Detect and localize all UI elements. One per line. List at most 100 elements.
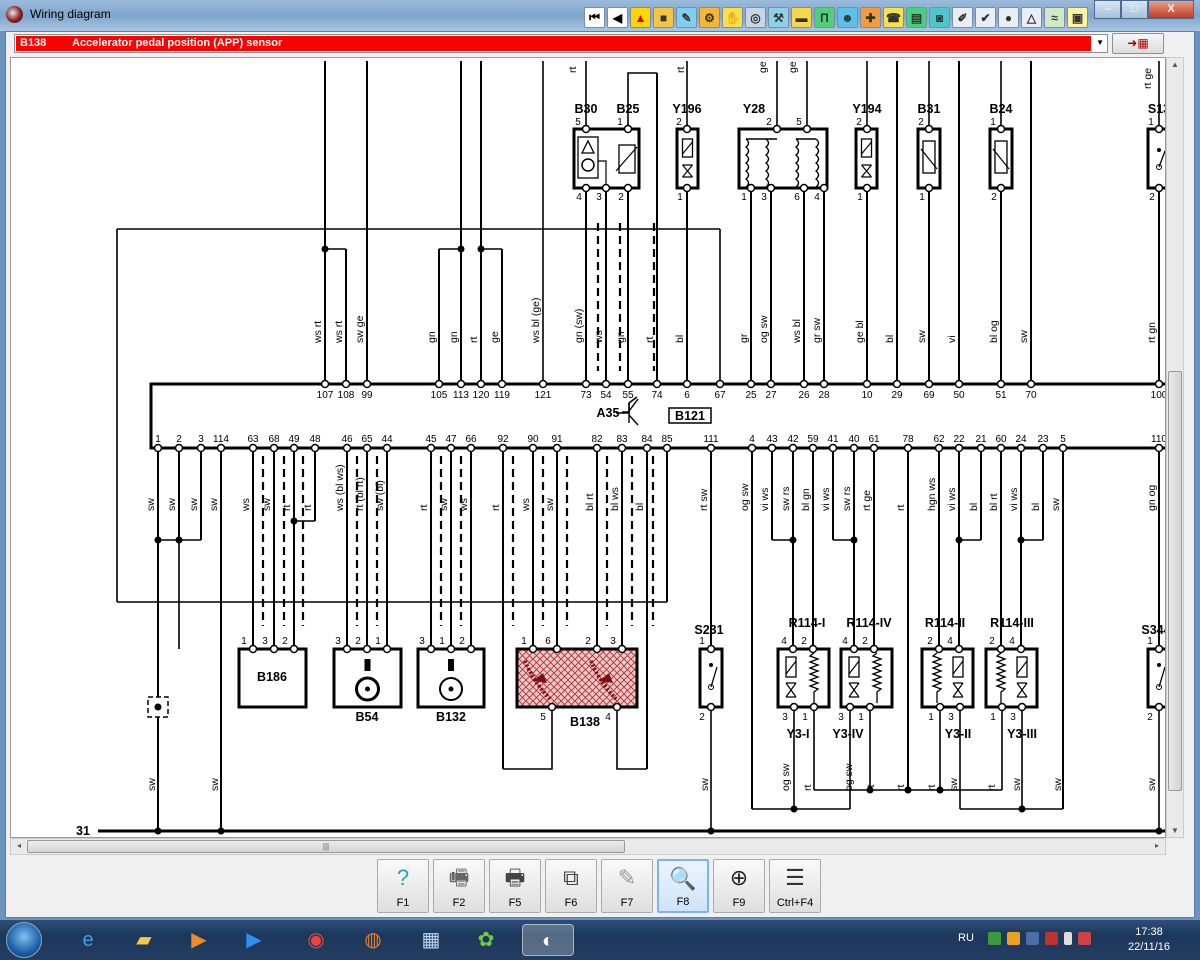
component-select[interactable]: B138 Accelerator pedal position (APP) se… (14, 34, 1108, 53)
pin-number: 1 (241, 636, 247, 647)
pin-number: 6 (684, 390, 690, 401)
people-icon[interactable]: ☻ (837, 7, 858, 28)
repair-icon[interactable]: ⚒ (768, 7, 789, 28)
scroll-up-icon[interactable]: ▲ (1171, 60, 1179, 69)
pin-terminal (617, 644, 627, 654)
taskbar-app[interactable]: ▶ (238, 924, 270, 956)
network-off-icon[interactable] (1078, 932, 1091, 945)
wire-color-label: sw (166, 498, 178, 511)
lift-icon[interactable]: Π (814, 7, 835, 28)
chevron-down-icon[interactable]: ▼ (1096, 38, 1104, 47)
close-button[interactable]: X (1148, 0, 1194, 19)
previous-icon[interactable]: ◀ (607, 7, 628, 28)
language-indicator[interactable]: RU (958, 932, 974, 944)
pin-terminal (456, 379, 466, 389)
function-key-f1[interactable]: ?F1 (377, 859, 429, 913)
first-page-icon[interactable]: ⏮ (584, 7, 605, 28)
pin-number: 67 (714, 390, 726, 401)
select-component-button[interactable]: ➜▦ (1112, 33, 1164, 54)
pin-terminal (789, 702, 799, 712)
wheel-icon[interactable]: ◎ (745, 7, 766, 28)
ecu-ref-box (668, 407, 712, 424)
clock-date: 22/11/16 (1128, 941, 1171, 953)
pin-terminal (216, 443, 226, 453)
warning-icon[interactable] (1007, 932, 1020, 945)
component-box-y28 (737, 127, 829, 190)
wire-color-label: bl (968, 503, 980, 511)
function-key-f7[interactable]: ✎F7 (601, 859, 653, 913)
taskbar-app[interactable]: e (72, 924, 104, 956)
scroll-down-icon[interactable]: ▼ (1171, 826, 1179, 835)
sketch-icon[interactable]: ✐ (952, 7, 973, 28)
volume-icon[interactable] (1064, 932, 1072, 945)
function-key-label: F8 (676, 896, 690, 908)
internet-explorer-icon: e (82, 929, 94, 951)
pin-number: 90 (527, 434, 539, 445)
pin-number: 2 (1147, 712, 1153, 723)
scroll-right-icon[interactable]: ▸ (1154, 841, 1159, 850)
pin-terminal (592, 644, 602, 654)
pin-terminal (497, 379, 507, 389)
engine-icon[interactable]: ▬ (791, 7, 812, 28)
minimize-button[interactable]: – (1094, 0, 1121, 19)
network-icon: ⧉ (563, 865, 579, 890)
phone-icon[interactable]: ☎ (883, 7, 904, 28)
tray-icon[interactable] (1045, 932, 1058, 945)
tape-icon[interactable]: ◙ (929, 7, 950, 28)
tools-icon[interactable]: ✚ (860, 7, 881, 28)
pin-number: 65 (361, 434, 373, 445)
map-icon[interactable]: ≈ (1044, 7, 1065, 28)
diagnosis-icon[interactable]: ⚙ (699, 7, 720, 28)
pin-number: 73 (580, 390, 592, 401)
start-button[interactable] (6, 922, 42, 958)
function-key-ctrl-f4[interactable]: ☰Ctrl+F4 (769, 859, 821, 913)
tray-icon[interactable] (988, 932, 1001, 945)
pin-terminal (153, 443, 163, 453)
taskbar-app[interactable]: ✿ (470, 924, 502, 956)
pin-number: 66 (465, 434, 477, 445)
warning-icon[interactable]: ▲ (630, 7, 651, 28)
function-key-f9[interactable]: ⊕F9 (713, 859, 765, 913)
taskbar-app[interactable]: ▰ (128, 924, 160, 956)
pin-number: 44 (381, 434, 393, 445)
taskbar-app[interactable]: ◍ (357, 924, 389, 956)
taskbar-app[interactable]: ▶ (183, 924, 215, 956)
vertical-scroll-thumb[interactable] (1168, 371, 1182, 791)
triangle-icon[interactable]: △ (1021, 7, 1042, 28)
component-label-y3-ii: Y3-II (945, 727, 971, 741)
pin-terminal (581, 124, 591, 134)
clock[interactable]: 17:38 22/11/16 (1128, 925, 1170, 955)
horizontal-scroll-thumb[interactable]: ||| (27, 840, 625, 853)
taskbar-app[interactable]: ◉ (300, 924, 332, 956)
pin-terminal (862, 379, 872, 389)
horizontal-scrollbar[interactable]: ◂ ||| ▸ (10, 838, 1166, 855)
function-key-f2[interactable]: 🖷F2 (433, 859, 485, 913)
component-label-b54: B54 (356, 710, 379, 724)
checklist-icon[interactable]: ✔ (975, 7, 996, 28)
component-icon[interactable]: ■ (653, 7, 674, 28)
wire-color-label: sw (209, 778, 221, 791)
pin-terminal (746, 379, 756, 389)
pin-terminal (466, 443, 476, 453)
taskbar-app[interactable]: ▦ (415, 924, 447, 956)
printer-icon[interactable]: ▤ (906, 7, 927, 28)
taskbar-app-wiring-diagram[interactable]: ◐ (522, 924, 574, 956)
head-icon[interactable]: ● (998, 7, 1019, 28)
function-key-f5[interactable]: 🖶F5 (489, 859, 541, 913)
wire (598, 160, 607, 188)
fuse-icon[interactable]: ✋ (722, 7, 743, 28)
function-key-f6[interactable]: ⧉F6 (545, 859, 597, 913)
maximize-button[interactable]: □ (1121, 0, 1148, 19)
wire-color-label: sw (188, 498, 200, 511)
pin-number: 47 (445, 434, 457, 445)
vertical-scrollbar[interactable]: ▲ ▼ (1166, 57, 1184, 838)
wire-color-label: sw (146, 778, 158, 791)
title-bar: Wiring diagram ⏮◀▲■✎⚙✋◎⚒▬Π☻✚☎▤◙✐✔●△≈▣ – … (0, 0, 1200, 31)
socket-icon[interactable]: ▣ (1067, 7, 1088, 28)
location-icon[interactable]: ✎ (676, 7, 697, 28)
scroll-left-icon[interactable]: ◂ (16, 841, 21, 850)
network-icon[interactable] (1026, 932, 1039, 945)
pin-number: 3 (335, 636, 341, 647)
function-key-f8[interactable]: 🔍F8 (657, 859, 709, 913)
